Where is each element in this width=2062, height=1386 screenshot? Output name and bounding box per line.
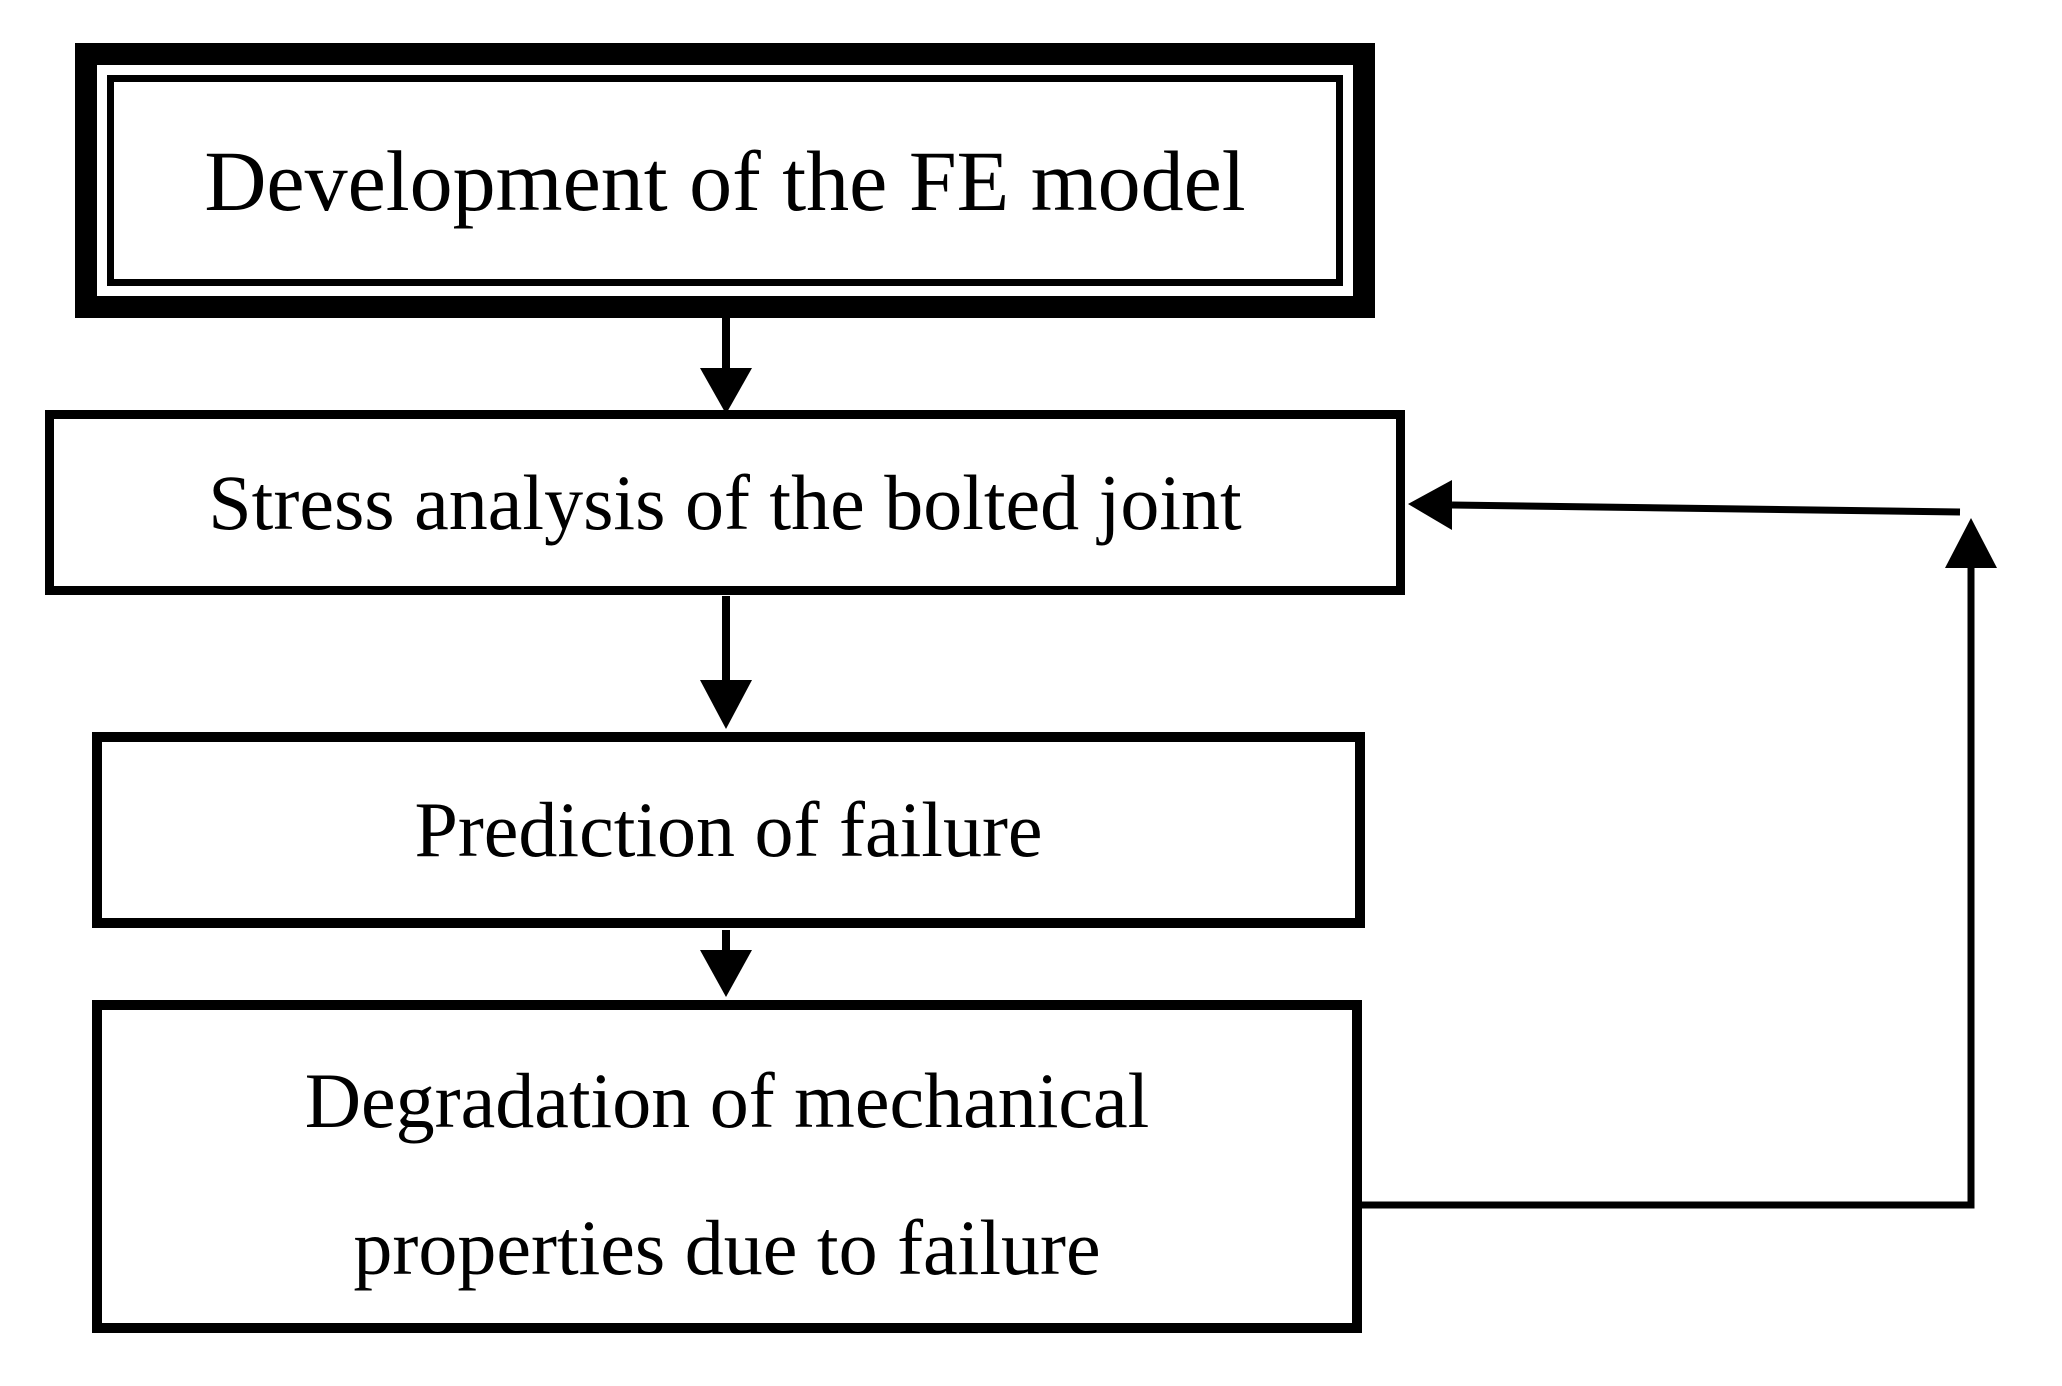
node-stress-analysis-label: Stress analysis of the bolted joint	[208, 458, 1242, 546]
node-fe-model-inner-frame: Development of the FE model	[107, 75, 1343, 286]
node-degradation-label-line2: properties due to failure	[353, 1203, 1101, 1291]
node-prediction-of-failure-label: Prediction of failure	[414, 786, 1043, 873]
node-fe-model: Development of the FE model	[75, 43, 1375, 318]
arrow-left-icon	[1408, 480, 1961, 530]
node-degradation-label-line1: Degradation of mechanical	[304, 1056, 1150, 1144]
node-stress-analysis: Stress analysis of the bolted joint	[45, 410, 1405, 595]
arrow-down-icon	[700, 310, 752, 414]
node-fe-model-label: Development of the FE model	[204, 132, 1246, 229]
node-prediction-of-failure: Prediction of failure	[92, 732, 1365, 928]
feedback-elbow-arrow-icon	[1352, 518, 1997, 1209]
arrow-down-icon	[700, 930, 752, 997]
node-degradation: Degradation of mechanical properties due…	[92, 1000, 1362, 1333]
arrow-down-icon	[700, 596, 752, 729]
